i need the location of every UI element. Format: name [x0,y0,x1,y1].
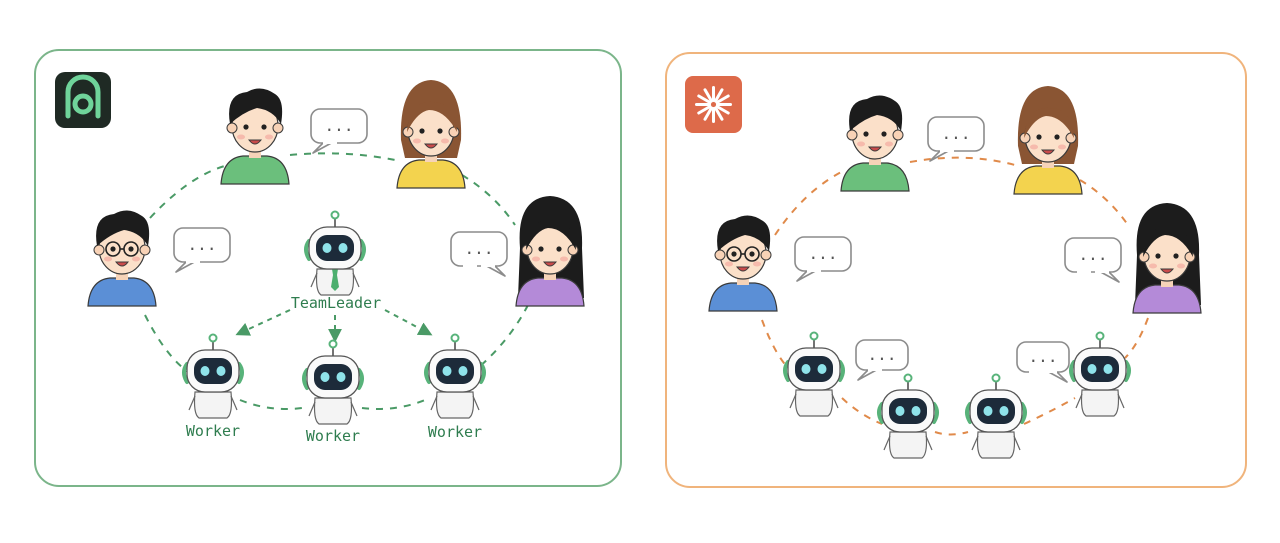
team-platform-logo-icon [55,72,111,128]
right-panel: ............... [665,52,1247,488]
robot-icon [424,333,486,419]
robot-icon [302,339,364,425]
leader-arrows [235,309,433,343]
person-avatar [87,210,157,307]
bubble-text: ... [188,235,217,254]
speech-bubble-icon: ... [310,108,368,154]
person-avatar [708,215,778,312]
robot-icon [182,333,244,419]
speech-bubble-icon: ... [855,339,909,381]
person-avatar [1013,86,1083,195]
person-avatar [220,88,290,185]
bubble-text: ... [809,244,838,263]
bubble-text: ... [1029,347,1058,366]
bubble-text: ... [942,124,971,143]
team-leader-label: TeamLeader [291,294,381,312]
speech-bubble-icon: ... [1064,237,1122,283]
left-panel-frame [34,49,622,487]
starburst-logo-icon [685,76,742,133]
robot-icon [877,373,939,459]
right-panel-frame [665,52,1247,488]
robot-icon [783,331,845,417]
robot-icon [1069,331,1131,417]
bubble-text: ... [465,239,494,258]
left-connection-ring [144,152,529,410]
right-connection-ring [761,156,1149,436]
speech-bubble-icon: ... [173,227,231,273]
worker-label: Worker [428,423,482,441]
speech-bubble-icon: ... [450,231,508,277]
person-avatar [840,95,910,192]
worker-label: Worker [186,422,240,440]
person-avatar [1132,203,1202,314]
bubble-text: ... [868,345,897,364]
bubble-text: ... [325,116,354,135]
robot-icon [965,373,1027,459]
worker-label: Worker [306,427,360,445]
person-avatar [515,196,585,307]
speech-bubble-icon: ... [1016,341,1070,383]
speech-bubble-icon: ... [794,236,852,282]
person-avatar [396,80,466,189]
bubble-text: ... [1079,245,1108,264]
speech-bubble-icon: ... [927,116,985,162]
left-panel: TeamLeader Worker Worker Worker ........… [34,49,622,487]
robot-icon [304,210,366,296]
